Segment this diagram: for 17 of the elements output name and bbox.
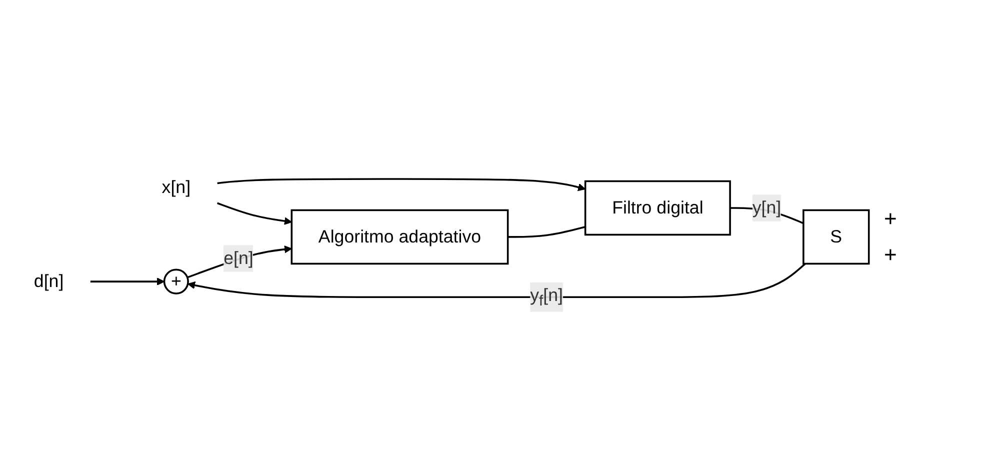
sign-label: +: [884, 242, 898, 268]
arrow: [217, 202, 292, 226]
arrow: [187, 264, 806, 299]
node-text: d[n]: [34, 272, 64, 292]
arrow: [90, 278, 165, 286]
node-box: Algoritmo adaptativo: [290, 210, 509, 266]
arrow: [187, 246, 292, 279]
arrow: [217, 178, 586, 192]
node-text: x[n]: [162, 178, 191, 198]
connector: [508, 226, 586, 238]
node-box: Filtro digital: [584, 180, 731, 236]
node-circle: +: [163, 269, 189, 295]
node-box: S: [802, 210, 870, 266]
sign-label: +: [884, 206, 898, 232]
edge-label: e[n]: [224, 249, 254, 269]
edge-label: y[n]: [752, 198, 782, 218]
edge-label: y$_{f}$[n]: [530, 286, 564, 310]
